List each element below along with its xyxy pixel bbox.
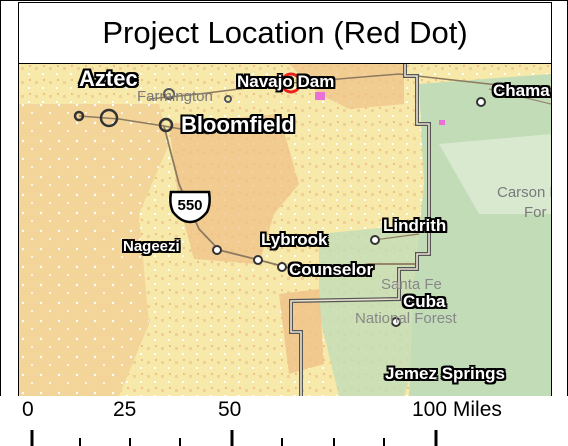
nageezi-marker bbox=[212, 245, 222, 255]
navajo-dam-label: Navajo Dam bbox=[237, 72, 335, 91]
project-location-center bbox=[288, 80, 294, 86]
nageezi-label: Nageezi bbox=[123, 238, 180, 255]
us550-shield: 550 bbox=[167, 190, 213, 224]
santa-fe-nf-label-2: National Forest bbox=[355, 310, 457, 327]
santa-fe-nf-label-1: Santa Fe bbox=[381, 276, 442, 293]
patch-pink-2 bbox=[439, 120, 445, 125]
patch-pink-1 bbox=[315, 92, 325, 100]
map-area: Farmington Aztec Navajo Dam Bloomfield C… bbox=[18, 64, 552, 396]
scale-ticks bbox=[30, 430, 438, 446]
aztec-marker bbox=[99, 108, 119, 128]
road-chama bbox=[488, 88, 551, 105]
scale-label-100: 100 Miles bbox=[412, 398, 502, 421]
farmington-label: Farmington bbox=[137, 88, 213, 105]
chama-marker bbox=[476, 97, 486, 107]
map-title: Project Location (Red Dot) bbox=[18, 2, 552, 64]
jemez-springs-label: Jemez Springs bbox=[385, 364, 505, 383]
us-highway-shield-icon bbox=[169, 190, 211, 224]
map-canvas bbox=[19, 64, 551, 396]
cuba-label: Cuba bbox=[403, 292, 446, 311]
lybrook-marker bbox=[253, 255, 263, 265]
bloomfield-label: Bloomfield bbox=[181, 112, 295, 137]
lindrith-label: Lindrith bbox=[383, 216, 447, 235]
road-lindrith bbox=[373, 233, 420, 241]
aztec-west-marker bbox=[73, 110, 85, 122]
lybrook-label: Lybrook bbox=[261, 230, 328, 249]
aztec-label: Aztec bbox=[79, 66, 138, 91]
farmington-east-marker bbox=[224, 95, 232, 103]
scale-label-50: 50 bbox=[218, 398, 242, 421]
project-location-marker bbox=[280, 72, 302, 94]
lindrith-marker bbox=[370, 235, 380, 245]
forest-light bbox=[439, 134, 551, 214]
road-north bbox=[148, 73, 551, 100]
scale-label-0: 0 bbox=[22, 398, 34, 421]
scale-label-25: 25 bbox=[113, 398, 137, 421]
farmington-marker bbox=[163, 88, 175, 100]
land-west bbox=[19, 104, 169, 396]
scale-bar: 0 25 50 100 Miles bbox=[0, 396, 568, 446]
counselor-marker bbox=[277, 262, 287, 272]
us550-label: 550 bbox=[177, 197, 203, 214]
carson-nf-label-1: Carson N bbox=[497, 184, 551, 201]
map-title-text: Project Location (Red Dot) bbox=[102, 15, 468, 50]
boundary-inner bbox=[290, 64, 430, 396]
land-center bbox=[169, 114, 299, 264]
carson-nf-label-2: For bbox=[524, 204, 547, 221]
counselor-label: Counselor bbox=[289, 260, 374, 279]
bloomfield-marker bbox=[158, 117, 174, 133]
chama-label: Chama bbox=[493, 81, 550, 100]
cuba-marker bbox=[391, 317, 401, 327]
road-west bbox=[78, 115, 210, 135]
